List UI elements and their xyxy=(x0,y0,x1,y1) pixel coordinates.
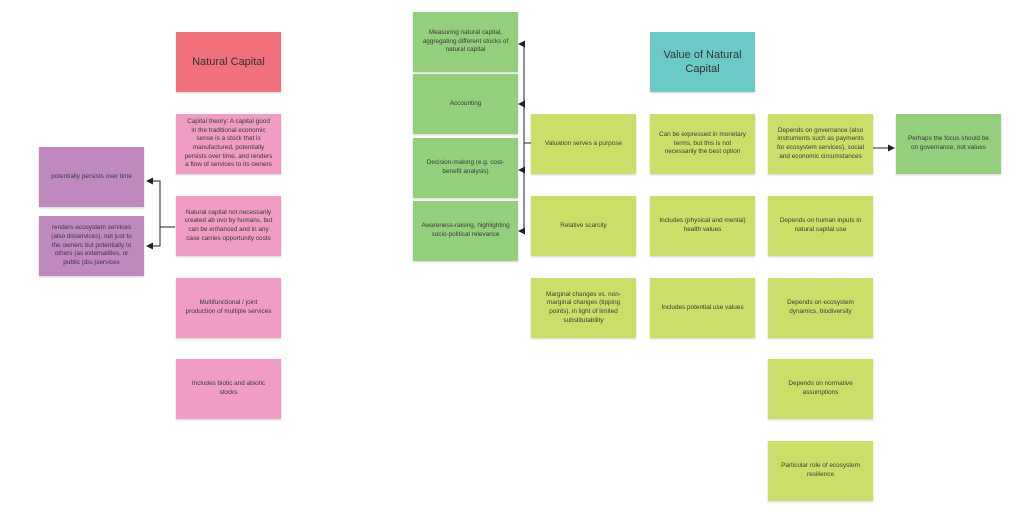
note-marginal-changes[interactable]: Marginal changes vs. non-marginal change… xyxy=(531,278,636,338)
note-focus-governance[interactable]: Perhaps the focus should be on governanc… xyxy=(896,114,1001,174)
connector-to-persists xyxy=(146,177,175,228)
note-valuation-purpose[interactable]: Valuation serves a purpose xyxy=(531,114,636,174)
note-relative-scarcity[interactable]: Relative scarcity xyxy=(531,196,636,256)
note-potential-use-values[interactable]: Includes potential use values xyxy=(650,278,755,338)
note-measuring[interactable]: Measuring natural capital, aggregating d… xyxy=(413,12,518,72)
note-capital-theory[interactable]: Capital theory: A capital good in the tr… xyxy=(176,114,281,174)
note-decision-making[interactable]: Decision-making (e.g. cost-benefit analy… xyxy=(413,138,518,198)
note-awareness-raising[interactable]: Awareness-raising, highlighting socio-po… xyxy=(413,201,518,261)
note-accounting[interactable]: Accounting xyxy=(413,74,518,134)
note-persists-over-time[interactable]: potentially persists over time xyxy=(39,147,144,207)
note-depends-ecosystem-dynamics[interactable]: Depends on ecosystem dynamics, biodivers… xyxy=(768,278,873,338)
note-monetary-terms[interactable]: Can be expressed in monetary terms, but … xyxy=(650,114,755,174)
note-health-values[interactable]: Includes (physical and mental) health va… xyxy=(650,196,755,256)
natural-capital-title[interactable]: Natural Capital xyxy=(176,32,281,92)
note-natural-capital-created[interactable]: Natural capital not necessarily created … xyxy=(176,196,281,256)
note-depends-normative[interactable]: Depends on normative assumptions xyxy=(768,359,873,419)
connector-to-awareness xyxy=(518,170,525,235)
note-depends-governance[interactable]: Depends on governance (also instruments … xyxy=(768,114,873,174)
connector-to-measuring xyxy=(518,40,531,144)
value-natural-capital-title[interactable]: Value of Natural Capital xyxy=(650,32,755,92)
note-depends-human-inputs[interactable]: Depends on human inputs in natural capit… xyxy=(768,196,873,256)
connector-to-renders xyxy=(146,227,161,250)
note-biotic-abiotic[interactable]: Includes biotic and abiotic stocks xyxy=(176,359,281,419)
note-renders-ecosystem-services[interactable]: renders ecosystem services (also disserv… xyxy=(39,216,144,276)
note-multifunctional[interactable]: Multifunctional / joint production of mu… xyxy=(176,278,281,338)
connector-to-decision xyxy=(518,143,525,174)
note-ecosystem-resilience[interactable]: Particular role of ecosystem resilience xyxy=(768,441,873,501)
